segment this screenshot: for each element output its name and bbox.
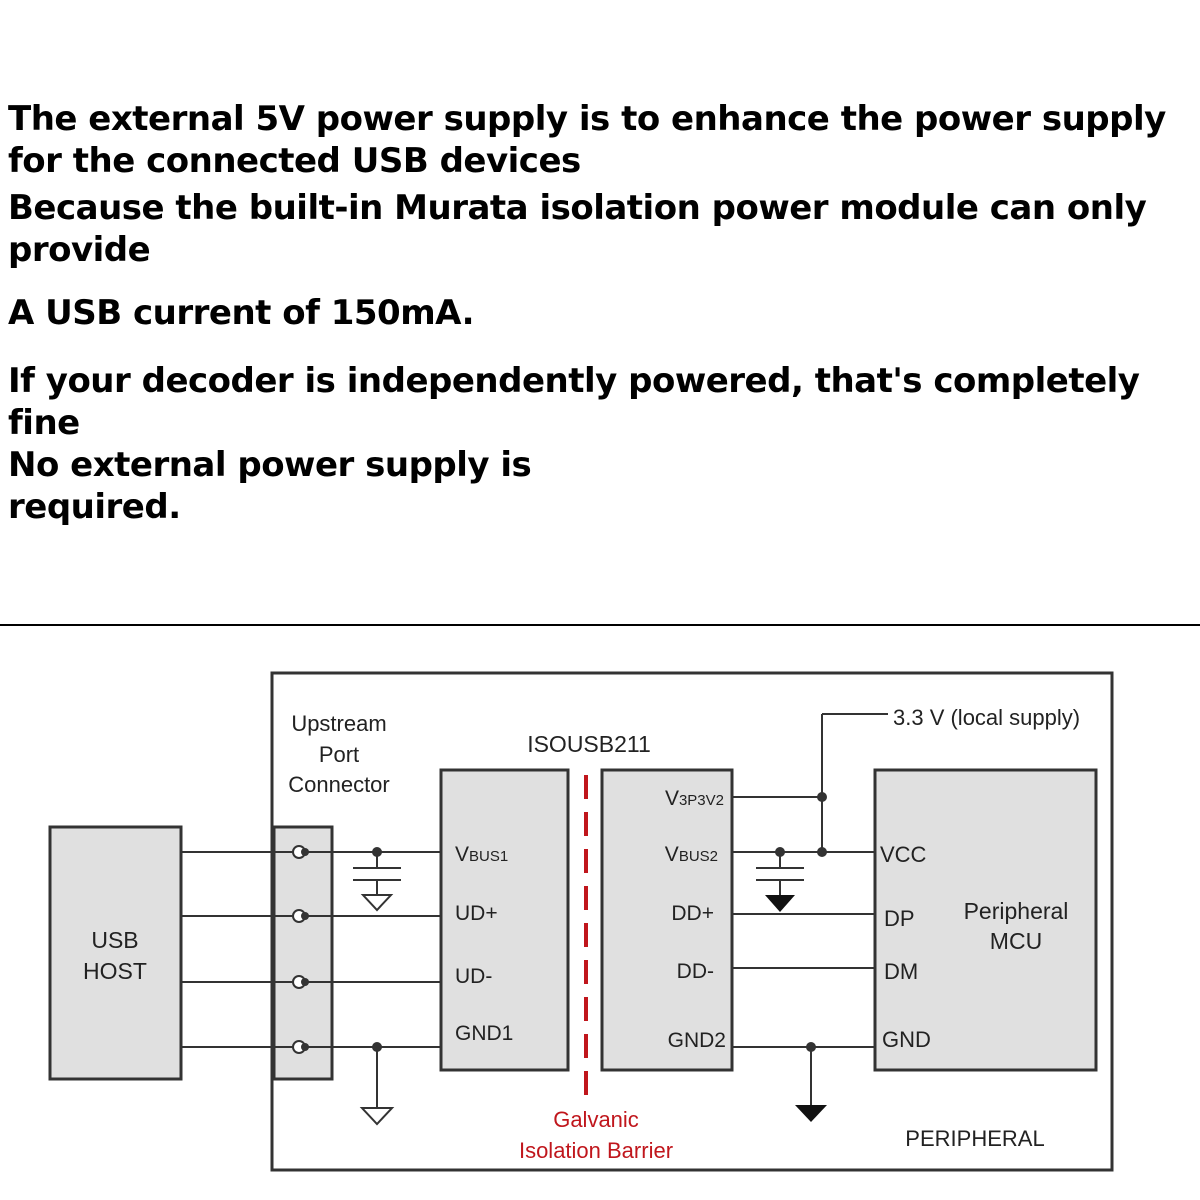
text-line-7: fine bbox=[8, 403, 80, 443]
host-wires bbox=[181, 851, 441, 1048]
peripheral-wires bbox=[732, 713, 888, 1048]
pin-vbus1: VBUS1 bbox=[455, 843, 508, 866]
mcu-label-2: MCU bbox=[990, 928, 1042, 954]
barrier-label-1: Galvanic bbox=[553, 1107, 639, 1132]
upstream-label-2: Port bbox=[319, 742, 359, 767]
connector-pins bbox=[292, 845, 309, 1054]
usb-host-label-1: USB bbox=[91, 927, 138, 953]
text-line-8: No external power supply is bbox=[8, 445, 532, 485]
text-line-4: provide bbox=[8, 230, 151, 270]
gnd2-junction bbox=[806, 1042, 816, 1052]
schematic-frame bbox=[270, 671, 1114, 1172]
chip-left-half bbox=[439, 768, 570, 1072]
gnd1-ground bbox=[359, 1047, 395, 1126]
mcu-pin-gnd: GND bbox=[882, 1027, 931, 1052]
vcc-junction bbox=[817, 847, 827, 857]
chip-name: ISOUSB211 bbox=[527, 731, 651, 757]
mcu-label-1: Peripheral bbox=[964, 898, 1069, 924]
upstream-label-1: Upstream bbox=[291, 711, 386, 736]
v3p3-junction bbox=[817, 792, 827, 802]
mcu-pin-dm: DM bbox=[884, 959, 918, 984]
vbus2-junction bbox=[775, 847, 785, 857]
paragraph-3: A USB current of 150mA. bbox=[8, 292, 475, 334]
pin-gnd2: GND2 bbox=[668, 1029, 726, 1052]
port-connector-box bbox=[272, 825, 334, 1081]
vbus1-junction bbox=[372, 847, 382, 857]
vbus1-capacitor bbox=[353, 852, 401, 912]
pin-vbus2: VBUS2 bbox=[665, 843, 718, 866]
peripheral-label: PERIPHERAL bbox=[905, 1126, 1044, 1151]
chip-right-half bbox=[600, 768, 734, 1072]
divider bbox=[0, 624, 1200, 626]
text-line-1: The external 5V power supply is to enhan… bbox=[8, 99, 1166, 139]
usb-host-label-2: HOST bbox=[83, 958, 147, 984]
text-line-9: required. bbox=[8, 487, 181, 527]
vbus2-capacitor bbox=[756, 852, 804, 895]
text-line-3: Because the built-in Murata isolation po… bbox=[8, 188, 1147, 228]
pin-dd-plus: DD+ bbox=[671, 902, 714, 925]
upstream-label-3: Connector bbox=[288, 772, 390, 797]
text-line-6: If your decoder is independently powered… bbox=[8, 361, 1140, 401]
paragraph-4: If your decoder is independently powered… bbox=[8, 360, 1140, 528]
gnd2-ground-symbol bbox=[795, 1105, 827, 1122]
supply-label: 3.3 V (local supply) bbox=[893, 705, 1080, 730]
barrier-label-2: Isolation Barrier bbox=[519, 1138, 673, 1163]
pin-dd-minus: DD- bbox=[677, 960, 714, 983]
mcu-pin-dp: DP bbox=[884, 906, 915, 931]
text-line-5: A USB current of 150mA. bbox=[8, 293, 475, 333]
mcu-pin-vcc: VCC bbox=[880, 842, 927, 867]
pin-ud-minus: UD- bbox=[455, 965, 492, 988]
pin-gnd1: GND1 bbox=[455, 1022, 513, 1045]
vbus2-ground-symbol bbox=[765, 895, 795, 912]
pin-ud-plus: UD+ bbox=[455, 902, 498, 925]
gnd1-junction bbox=[372, 1042, 382, 1052]
paragraph-2: Because the built-in Murata isolation po… bbox=[8, 187, 1147, 271]
usb-host-box bbox=[48, 825, 183, 1081]
mcu-box bbox=[873, 768, 1098, 1072]
pin-v3p3v2: V3P3V2 bbox=[665, 787, 724, 810]
text-line-2: for the connected USB devices bbox=[8, 141, 581, 181]
paragraph-1: The external 5V power supply is to enhan… bbox=[8, 98, 1166, 182]
